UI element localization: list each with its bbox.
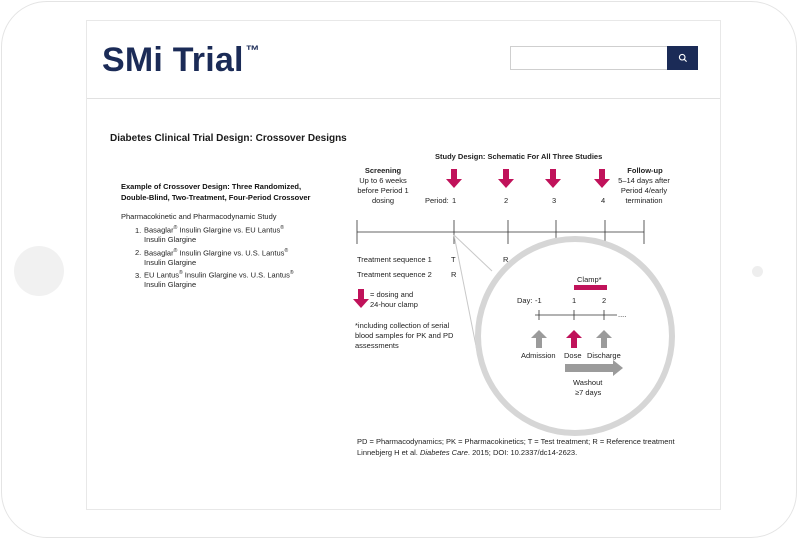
dose-arrow-icon	[594, 169, 610, 188]
period-3: 3	[552, 196, 557, 205]
list-item: 1.Basaglar® Insulin Glargine vs. EU Lant…	[135, 225, 284, 244]
slide-title: Diabetes Clinical Trial Design: Crossove…	[110, 133, 347, 144]
screening-line: dosing	[371, 196, 395, 205]
seq2-label: Treatment sequence 2	[357, 270, 432, 279]
dose-arrow-icon	[498, 169, 514, 188]
seq1-value: T	[451, 255, 456, 264]
camera-dot	[752, 266, 763, 277]
logo-trademark: ™	[245, 41, 260, 58]
dose-arrow-icon	[545, 169, 561, 188]
citation-footnote: Linnebjerg H et al. Diabetes Care. 2015;…	[357, 448, 578, 457]
legend-line1: = dosing and	[370, 290, 414, 299]
list-item: 2.Basaglar® Insulin Glargine vs. U.S. La…	[135, 247, 289, 267]
note-line: *including collection of serial	[355, 321, 450, 330]
period-label: Period:	[425, 196, 449, 205]
search-button[interactable]	[667, 46, 698, 70]
dose-arrow-icon	[446, 169, 462, 188]
note-line: blood samples for PK and PD	[355, 331, 454, 340]
followup-title: Follow-up	[627, 166, 663, 175]
day-ellipsis: ....	[618, 310, 627, 319]
washout-label: Washout	[573, 378, 603, 387]
screening-line: Up to 6 weeks	[359, 176, 407, 185]
search-input[interactable]	[510, 46, 668, 70]
admission-label: Admission	[521, 351, 556, 360]
zoom-circle	[475, 236, 675, 436]
discharge-arrow-icon	[596, 330, 612, 348]
seq1-value: R	[503, 255, 509, 264]
schematic-title: Study Design: Schematic For All Three St…	[435, 152, 603, 161]
pk-pd-title: Pharmacokinetic and Pharmacodynamic Stud…	[121, 212, 277, 221]
seq2-value: R	[451, 270, 457, 279]
screening-title: Screening	[364, 166, 402, 175]
list-item: 3.EU Lantus® Insulin Glargine vs. U.S. L…	[135, 270, 294, 289]
seq1-label: Treatment sequence 1	[357, 255, 432, 264]
discharge-label: Discharge	[587, 351, 621, 360]
followup-line: Period 4/early	[620, 186, 668, 195]
clamp-bar	[574, 285, 607, 290]
dose-label: Dose	[564, 351, 582, 360]
note-line: assessments	[355, 341, 399, 350]
example-title-line1: Example of Crossover Design: Three Rando…	[121, 182, 302, 191]
home-button[interactable]	[14, 246, 64, 296]
clamp-label: Clamp*	[577, 275, 602, 284]
abbreviations-footnote: PD = Pharmacodynamics; PK = Pharmacokine…	[357, 437, 675, 446]
admission-arrow-icon	[531, 330, 547, 348]
screening-line: before Period 1	[357, 186, 409, 195]
followup-line: termination	[625, 196, 663, 205]
period-4: 4	[601, 196, 606, 205]
period-2: 2	[504, 196, 509, 205]
day-2: 2	[602, 296, 607, 305]
washout-duration: ≥7 days	[575, 388, 602, 397]
logo-text: SMi Trial	[102, 41, 244, 79]
followup-line: 5–14 days after	[618, 176, 670, 185]
study-list: 1.Basaglar® Insulin Glargine vs. EU Lant…	[135, 224, 294, 292]
dose-up-arrow-icon	[566, 330, 582, 348]
legend-line2: 24-hour clamp	[370, 300, 418, 309]
day-minus1: -1	[535, 296, 542, 305]
washout-arrow-icon	[565, 360, 623, 376]
day-label: Day:	[517, 296, 533, 305]
legend-arrow-icon	[353, 289, 369, 308]
day-1: 1	[572, 296, 577, 305]
example-title-line2: Double-Blind, Two-Treatment, Four-Period…	[121, 193, 311, 202]
period-1: 1	[452, 196, 457, 205]
search-icon	[678, 53, 687, 62]
